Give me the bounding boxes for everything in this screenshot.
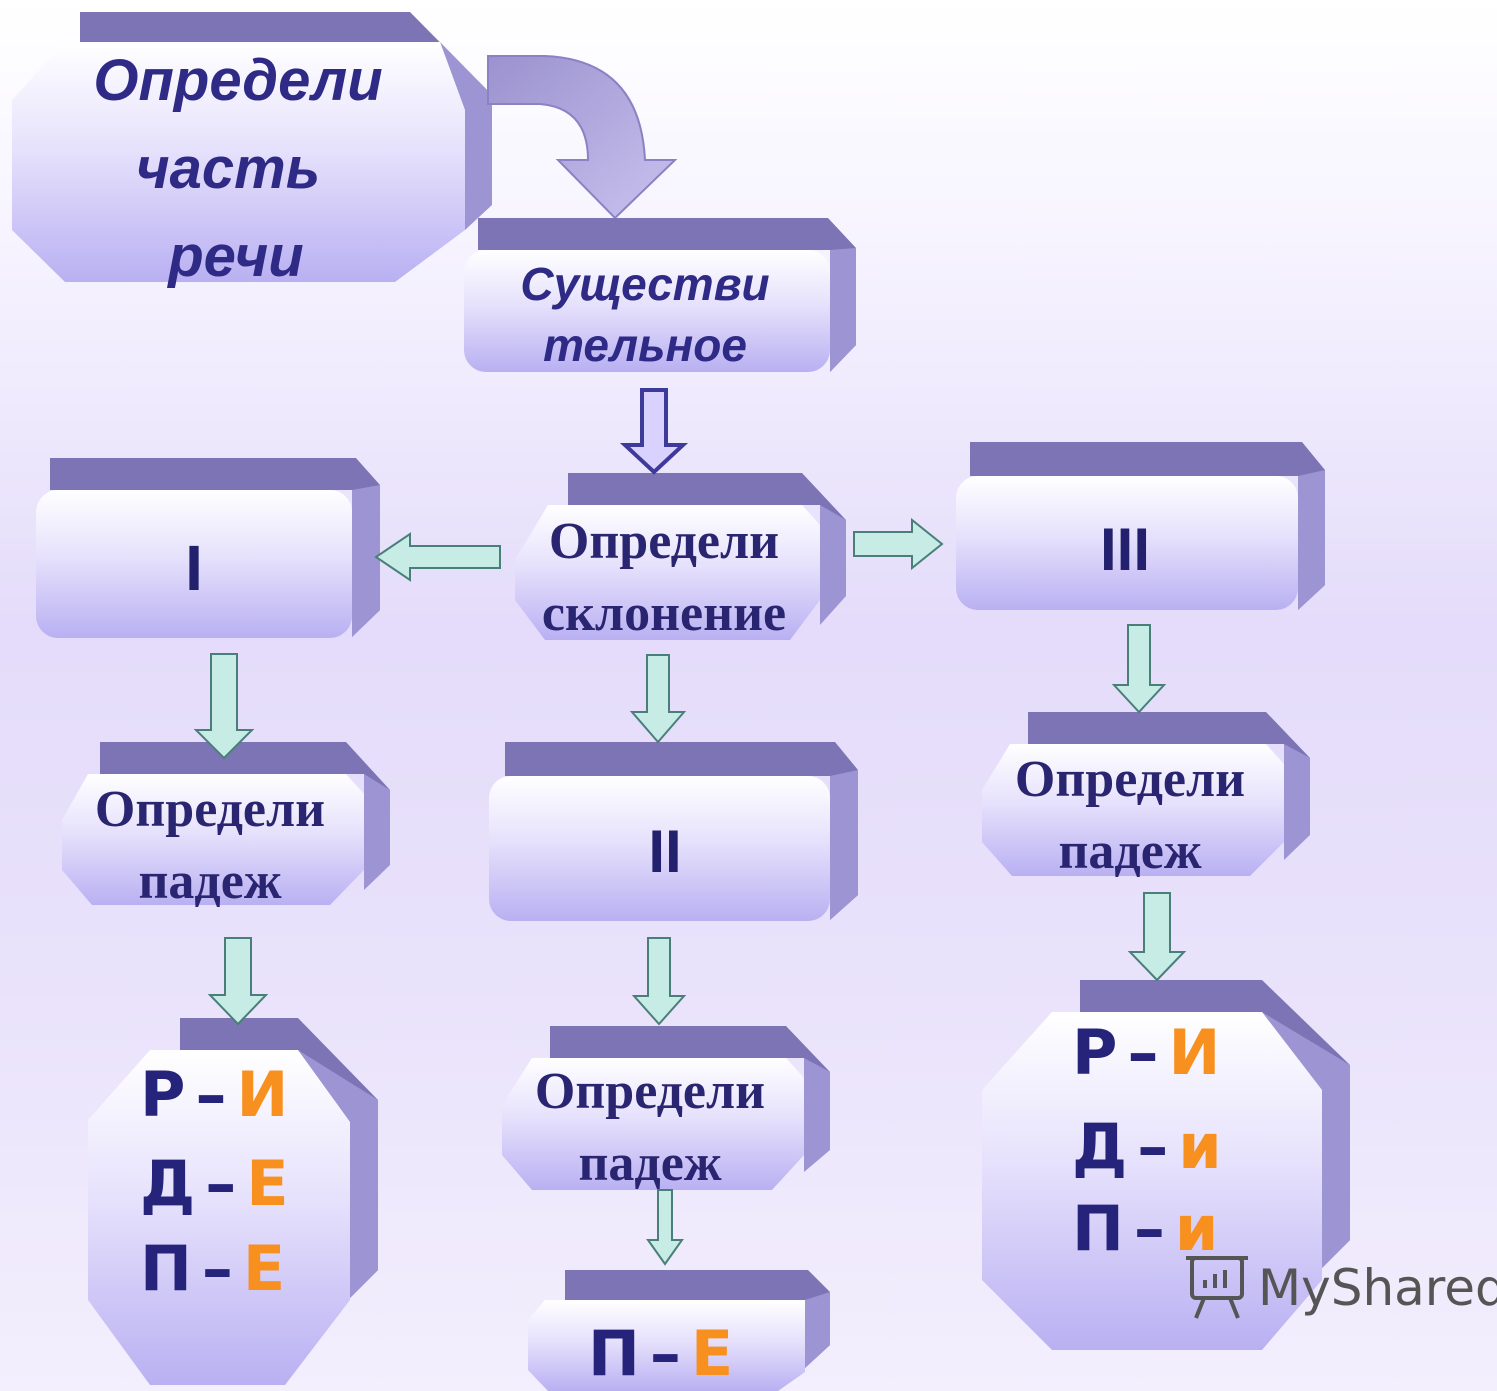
arrow-decl-1-to-case-1 (193, 653, 255, 760)
noun-line-2: тельное (543, 319, 747, 371)
endings-3-row-1: Р–И (1072, 1016, 1220, 1089)
case-2-line-1: Определи (535, 1063, 765, 1120)
endings-3-row-3: П–и (1072, 1192, 1218, 1265)
endings-2-row-1: П–Е (588, 1317, 733, 1390)
noun-box: Существи тельное (464, 218, 856, 372)
declension-2-box: II (489, 742, 858, 921)
arrow-start-to-noun (487, 55, 678, 220)
case-2-line-2: падеж (578, 1135, 721, 1192)
arrow-case-2-to-endings-2 (646, 1189, 684, 1266)
case-3-line-1: Определи (1015, 751, 1245, 808)
declension-line-2: склонение (542, 585, 786, 642)
declension-question-box: Определи склонение (515, 473, 846, 642)
arrow-decl-3-to-case-3 (1111, 624, 1167, 714)
endings-1-row-2: Д–Е (140, 1147, 289, 1220)
presentation-board-icon (1186, 1256, 1248, 1319)
declension-3-label: III (1100, 516, 1150, 583)
declension-line-1: Определи (549, 513, 779, 570)
endings-1-row-3: П–Е (140, 1232, 285, 1305)
arrow-case-3-to-endings-3 (1127, 892, 1187, 982)
arrow-noun-to-declension (619, 388, 689, 475)
noun-line-1: Существи (520, 258, 769, 310)
endings-2-box: П–Е (528, 1270, 830, 1391)
case-1-line-1: Определи (95, 781, 325, 838)
start-box: Определи часть речи (12, 12, 492, 289)
arrow-declension-to-decl-3 (853, 517, 944, 571)
declension-3-box: III (956, 442, 1325, 610)
arrow-declension-to-decl-2 (629, 654, 687, 744)
case-1-box: Определи падеж (62, 742, 390, 910)
case-3-line-2: падеж (1058, 823, 1201, 880)
start-line-1: Определи (93, 48, 382, 113)
arrow-case-1-to-endings-1 (207, 937, 269, 1026)
case-1-line-2: падеж (138, 853, 281, 910)
watermark-text: MyShared (1258, 1259, 1497, 1317)
declension-1-box: I (36, 458, 380, 638)
declension-2-label: II (648, 818, 681, 885)
arrow-decl-2-to-case-2 (631, 937, 687, 1026)
watermark: MyShared (1186, 1256, 1497, 1319)
start-line-2: часть (136, 136, 320, 201)
endings-3-box: Р–И Д–и П–и (982, 980, 1350, 1350)
arrow-declension-to-decl-1 (374, 532, 501, 582)
endings-1-box: Р–И Д–Е П–Е (88, 1018, 378, 1385)
endings-3-row-2: Д–и (1072, 1110, 1222, 1183)
endings-1-row-1: Р–И (140, 1058, 288, 1131)
start-line-3: речи (166, 224, 303, 289)
declension-1-label: I (185, 532, 203, 604)
case-3-box: Определи падеж (982, 712, 1310, 880)
case-2-box: Определи падеж (502, 1026, 830, 1192)
